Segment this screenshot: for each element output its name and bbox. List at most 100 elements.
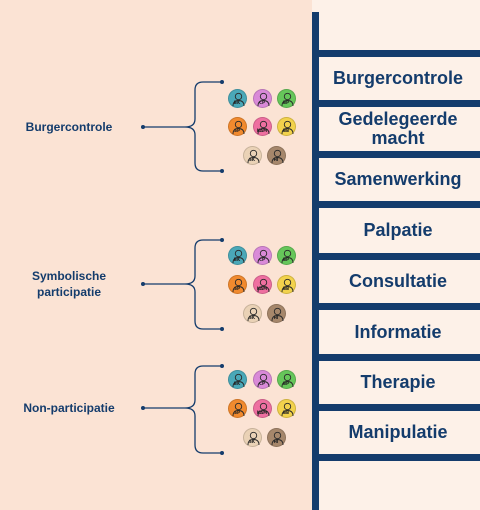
person-icon — [247, 149, 259, 163]
avatar-initials: CP — [259, 99, 265, 105]
rung-label: Palpatie — [363, 220, 433, 240]
person-icon — [232, 92, 244, 106]
avatar: BK — [227, 88, 247, 108]
avatar: CP — [252, 88, 272, 108]
ladder-rung — [312, 50, 480, 57]
avatar: BP — [276, 245, 296, 265]
avatar: BB — [276, 116, 296, 136]
person-icon — [281, 373, 293, 387]
avatar: SP — [227, 116, 247, 136]
person-icon — [257, 249, 269, 263]
avatar: CP — [252, 245, 272, 265]
avatar-initials: SP — [234, 127, 240, 133]
avatar: BP — [276, 369, 296, 389]
bracket-dot — [220, 169, 224, 173]
avatar-initials: BK — [233, 380, 241, 386]
avatar-initials: SP — [234, 285, 240, 291]
avatar: BB — [276, 274, 296, 294]
ladder-rung — [312, 303, 480, 310]
rung-label: Informatie — [354, 321, 442, 342]
rung-label: Manipulatie — [348, 422, 448, 442]
avatar: KAM — [252, 116, 272, 136]
person-icon — [281, 120, 293, 134]
avatar-initials: BP — [283, 99, 289, 105]
ladder-rung — [312, 404, 480, 411]
person-icon — [257, 278, 269, 292]
person-icon — [232, 402, 244, 416]
rung-label: Therapie — [360, 372, 436, 392]
bracket-dot — [141, 282, 145, 286]
avatar-initials: SP — [234, 409, 240, 415]
avatar: SP — [227, 274, 247, 294]
person-icon — [257, 92, 269, 106]
person-icon — [247, 431, 259, 445]
ladder-rung — [312, 151, 480, 158]
avatar-initials: CP — [259, 380, 265, 386]
person-icon — [281, 278, 293, 292]
ladder-rung — [312, 100, 480, 107]
avatar: BB — [276, 398, 296, 418]
avatar-initials: BB — [282, 127, 290, 133]
avatar: CP — [252, 369, 272, 389]
rung-label: Burgercontrole — [332, 68, 464, 88]
curly-bracket — [184, 365, 222, 454]
avatar-initials: BP — [283, 380, 289, 386]
avatar: KAM — [252, 398, 272, 418]
avatar: HI — [266, 145, 286, 165]
avatar-initials: BB — [282, 409, 290, 415]
avatar: KAM — [252, 274, 272, 294]
bracket-dot — [220, 364, 224, 368]
avatar-initials: CP — [259, 256, 265, 262]
bracket-dot — [220, 80, 224, 84]
ladder-rung — [312, 253, 480, 260]
ladder-rung — [312, 354, 480, 361]
person-icon — [232, 249, 244, 263]
bracket-dot — [220, 327, 224, 331]
bracket-dot — [141, 125, 145, 129]
ladder-rung — [312, 201, 480, 208]
person-icon — [247, 307, 259, 321]
person-icon — [281, 92, 293, 106]
ladder-rail-left — [312, 12, 319, 510]
avatar-initials: SK — [249, 314, 255, 320]
avatar-initials: HI — [273, 314, 279, 320]
group-label: Burgercontrole — [25, 120, 113, 134]
avatar-initials: HI — [273, 438, 279, 444]
avatar-initials: KAM — [256, 409, 268, 415]
bracket-dot — [220, 238, 224, 242]
avatar-initials: BP — [283, 256, 289, 262]
avatar-initials: SK — [249, 438, 255, 444]
avatar: HI — [266, 303, 286, 323]
person-icon — [271, 307, 283, 321]
group-label: Non-participatie — [23, 401, 115, 415]
curly-bracket — [184, 81, 222, 172]
person-icon — [271, 149, 283, 163]
rung-label: Consultatie — [348, 271, 447, 291]
avatar: BP — [276, 88, 296, 108]
avatar-initials: SK — [249, 156, 255, 162]
person-icon — [257, 373, 269, 387]
avatar: SK — [242, 303, 262, 323]
group-label: Symbolische participatie — [31, 269, 107, 299]
rung-label: Gedelegeerde macht — [338, 109, 458, 148]
ladder-rung — [312, 454, 480, 461]
person-icon — [281, 249, 293, 263]
person-icon — [271, 431, 283, 445]
person-icon — [257, 402, 269, 416]
person-icon — [232, 120, 244, 134]
person-icon — [232, 278, 244, 292]
avatar: SK — [242, 145, 262, 165]
person-icon — [257, 120, 269, 134]
bracket-dot — [220, 451, 224, 455]
bracket-dot — [141, 406, 145, 410]
avatar-initials: KAM — [256, 285, 268, 291]
avatar: SP — [227, 398, 247, 418]
person-icon — [281, 402, 293, 416]
avatar-initials: BK — [233, 256, 241, 262]
avatar: SK — [242, 427, 262, 447]
avatar-initials: KAM — [256, 127, 268, 133]
avatar-initials: BK — [233, 99, 241, 105]
avatar-initials: BB — [282, 285, 290, 291]
